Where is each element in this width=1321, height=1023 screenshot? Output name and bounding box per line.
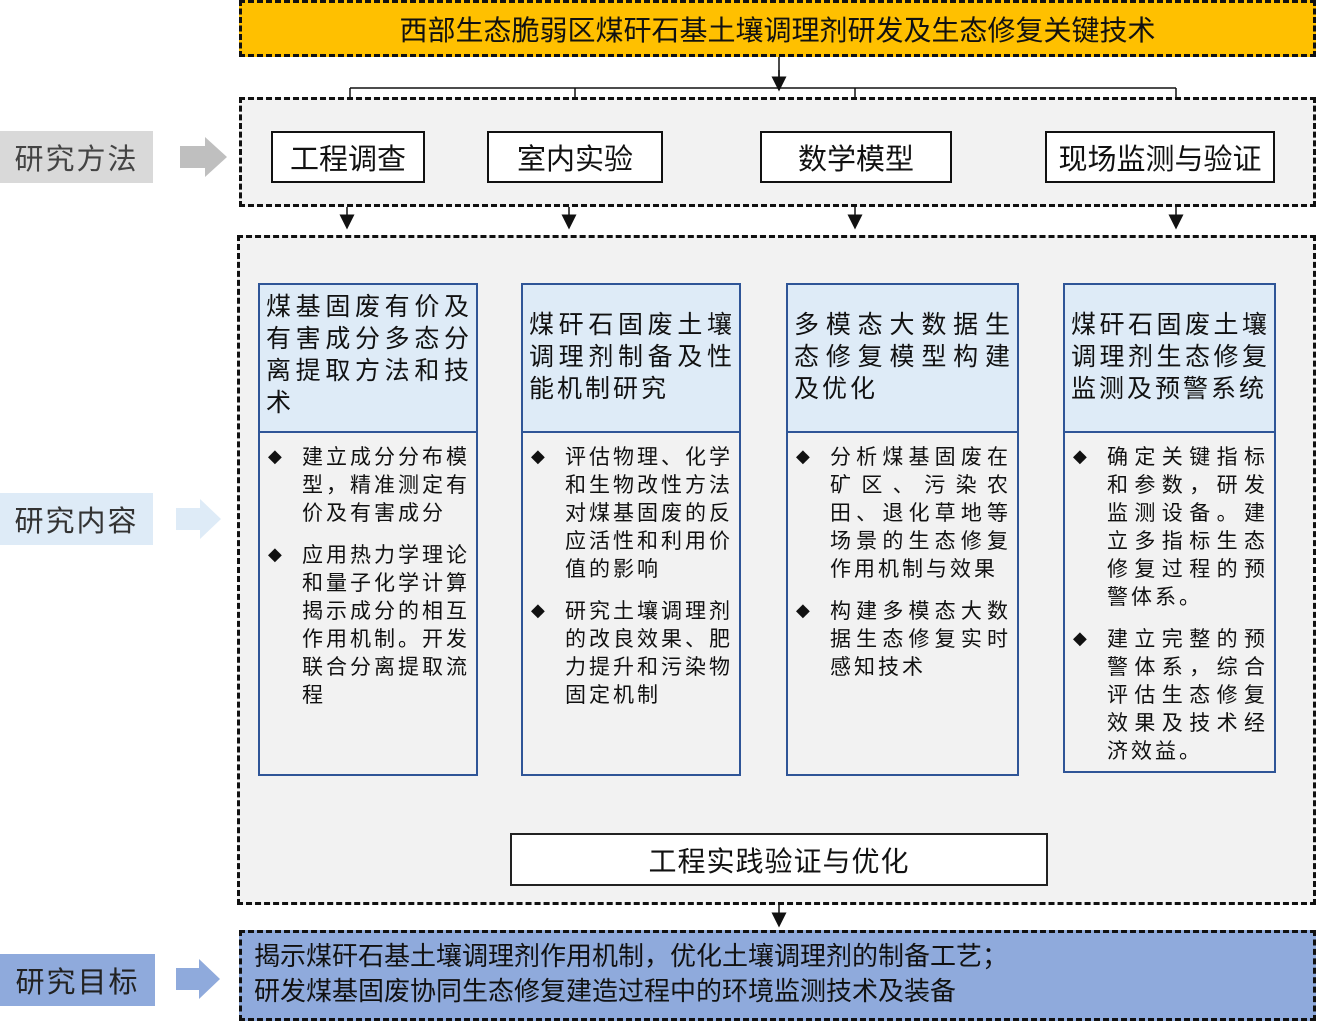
diamond-bullet-icon: ◆	[268, 446, 285, 467]
list-item: ◆ 研究土壤调理剂的改良效果、肥力提升和污染物固定机制	[531, 597, 733, 709]
diamond-bullet-icon: ◆	[1073, 446, 1090, 467]
side-arrow-method	[180, 137, 227, 177]
goal-line-2: 研发煤基固废协同生态修复建造过程中的环境监测技术及装备	[254, 977, 957, 1007]
list-item: ◆ 建立完整的预警体系，综合评估生态修复效果及技术经济效益。	[1073, 625, 1268, 765]
diamond-bullet-icon: ◆	[531, 600, 548, 621]
side-arrow-goal	[176, 959, 220, 999]
method-field-monitoring: 现场监测与验证	[1045, 131, 1275, 183]
bullet-text: 建立完整的预警体系，综合评估生态修复效果及技术经济效益。	[1107, 627, 1268, 763]
label-research-goal: 研究目标	[0, 954, 155, 1006]
label-research-content: 研究内容	[0, 493, 153, 545]
diamond-bullet-icon: ◆	[268, 544, 285, 565]
goal-box: 揭示煤矸石基土壤调理剂作用机制，优化土壤调理剂的制备工艺； 研发煤基固废协同生态…	[239, 930, 1316, 1021]
label-research-method: 研究方法	[0, 131, 153, 183]
bullet-text: 研究土壤调理剂的改良效果、肥力提升和污染物固定机制	[565, 599, 733, 707]
list-item: ◆ 分析煤基固废在矿区、污染农田、退化草地等场景的生态修复作用机制与效果	[796, 443, 1011, 583]
list-item: ◆ 建立成分分布模型，精准测定有价及有害成分	[268, 443, 470, 527]
practice-validation-box: 工程实践验证与优化	[510, 833, 1048, 886]
content-col-4-heading: 煤矸石固废土壤调理剂生态修复监测及预警系统	[1063, 283, 1276, 431]
bullet-text: 建立成分分布模型，精准测定有价及有害成分	[302, 445, 470, 525]
content-col-3-heading: 多模态大数据生态修复模型构建及优化	[786, 283, 1019, 431]
list-item: ◆ 确定关键指标和参数，研发监测设备。建立多指标生态修复过程的预警体系。	[1073, 443, 1268, 611]
content-col-3-body: ◆ 分析煤基固废在矿区、污染农田、退化草地等场景的生态修复作用机制与效果 ◆ 构…	[786, 431, 1019, 776]
side-arrow-content	[176, 499, 221, 539]
diagram-title: 西部生态脆弱区煤矸石基土壤调理剂研发及生态修复关键技术	[239, 0, 1316, 57]
diamond-bullet-icon: ◆	[796, 600, 813, 621]
method-engineering-survey: 工程调查	[271, 131, 425, 183]
list-item: ◆ 应用热力学理论和量子化学计算揭示成分的相互作用机制。开发联合分离提取流程	[268, 541, 470, 709]
method-lab-experiment: 室内实验	[487, 131, 663, 183]
bullet-text: 构建多模态大数据生态修复实时感知技术	[830, 599, 1011, 679]
content-col-1-body: ◆ 建立成分分布模型，精准测定有价及有害成分 ◆ 应用热力学理论和量子化学计算揭…	[258, 431, 478, 776]
diamond-bullet-icon: ◆	[1073, 628, 1090, 649]
diamond-bullet-icon: ◆	[796, 446, 813, 467]
content-col-1-heading: 煤基固废有价及有害成分多态分离提取方法和技术	[258, 283, 478, 431]
content-col-4-body: ◆ 确定关键指标和参数，研发监测设备。建立多指标生态修复过程的预警体系。 ◆ 建…	[1063, 431, 1276, 773]
bullet-text: 确定关键指标和参数，研发监测设备。建立多指标生态修复过程的预警体系。	[1107, 445, 1268, 609]
content-col-2-body: ◆ 评估物理、化学和生物改性方法对煤基固废的反应活性和利用价值的影响 ◆ 研究土…	[521, 431, 741, 776]
list-item: ◆ 构建多模态大数据生态修复实时感知技术	[796, 597, 1011, 681]
bullet-text: 评估物理、化学和生物改性方法对煤基固废的反应活性和利用价值的影响	[565, 445, 733, 581]
goal-line-1: 揭示煤矸石基土壤调理剂作用机制，优化土壤调理剂的制备工艺；	[254, 942, 1009, 972]
diamond-bullet-icon: ◆	[531, 446, 548, 467]
bullet-text: 分析煤基固废在矿区、污染农田、退化草地等场景的生态修复作用机制与效果	[830, 445, 1011, 581]
bullet-text: 应用热力学理论和量子化学计算揭示成分的相互作用机制。开发联合分离提取流程	[302, 543, 470, 707]
list-item: ◆ 评估物理、化学和生物改性方法对煤基固废的反应活性和利用价值的影响	[531, 443, 733, 583]
content-col-2-heading: 煤矸石固废土壤调理剂制备及性能机制研究	[521, 283, 741, 431]
method-math-model: 数学模型	[760, 131, 952, 183]
